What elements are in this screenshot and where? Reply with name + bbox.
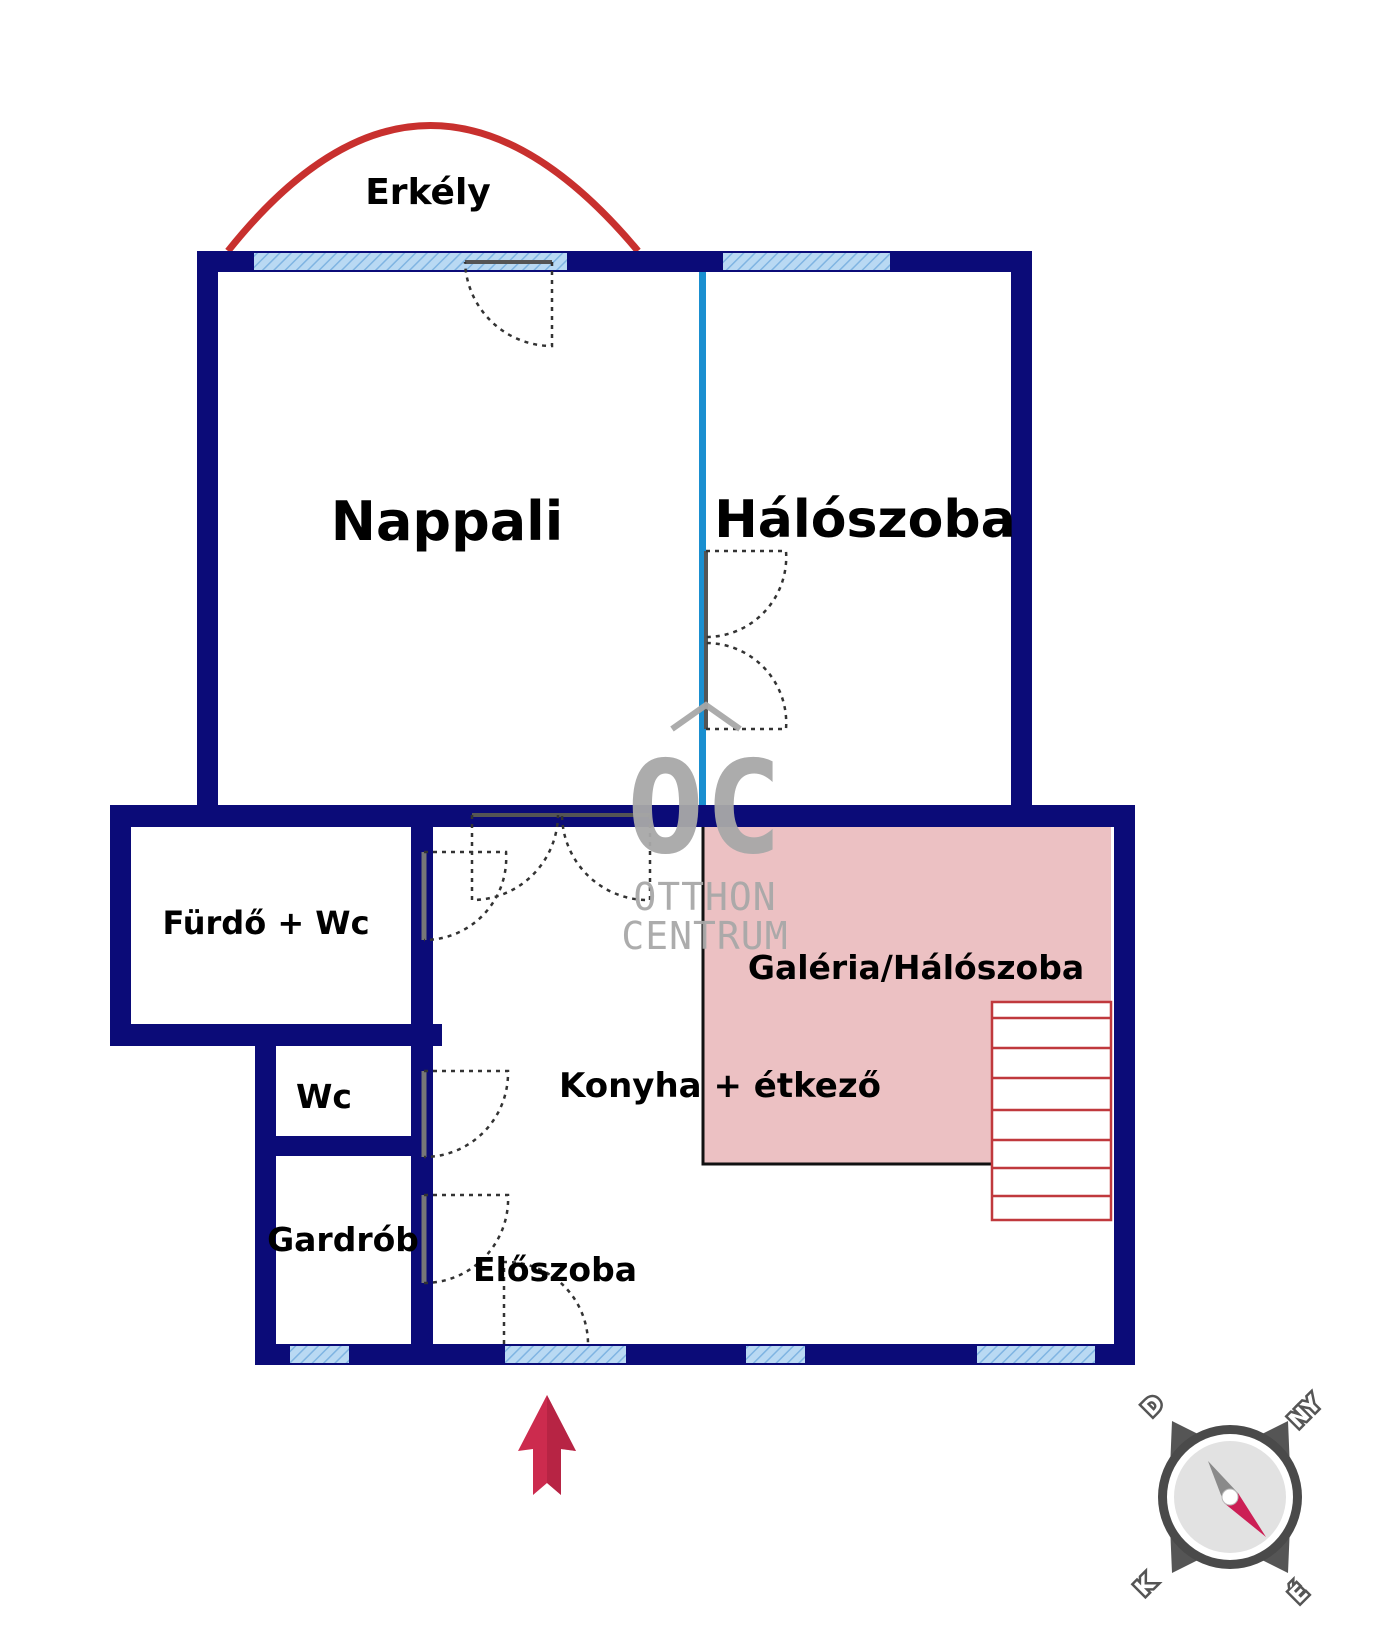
watermark-logo: OC <box>627 734 783 883</box>
room-label-bedroom: Hálószoba <box>714 490 1015 550</box>
room-label-bathroom: Fürdő + Wc <box>162 904 369 942</box>
compass-label-east: É <box>1285 1580 1314 1609</box>
room-label-toilet: Wc <box>296 1077 352 1116</box>
partition-wall <box>699 272 706 805</box>
watermark-roof-icon <box>670 701 742 732</box>
watermark-line2: CENTRUM <box>621 914 788 958</box>
compass: D NY É K <box>1128 1388 1330 1611</box>
stairs <box>990 1000 1113 1222</box>
doors <box>421 260 788 1345</box>
balcony-outline <box>225 122 641 254</box>
gallery-edge <box>701 823 992 1166</box>
room-label-gallery: Galéria/Hálószoba <box>748 948 1084 987</box>
room-label-living-room: Nappali <box>331 490 563 553</box>
watermark-line1: OTTHON <box>633 875 776 919</box>
compass-label-south: K <box>1131 1571 1161 1601</box>
room-label-balcony: Erkély <box>365 172 491 213</box>
compass-label-west: D <box>1138 1391 1169 1422</box>
windows <box>254 253 1095 1363</box>
room-label-kitchen: Konyha + étkező <box>559 1066 881 1106</box>
room-label-hall: Előszoba <box>473 1250 637 1289</box>
walls <box>110 251 1135 1365</box>
compass-label-north: NY <box>1284 1391 1327 1434</box>
watermark: OC OTTHON CENTRUM <box>621 701 788 958</box>
room-label-wardrobe: Gardrób <box>267 1220 419 1259</box>
